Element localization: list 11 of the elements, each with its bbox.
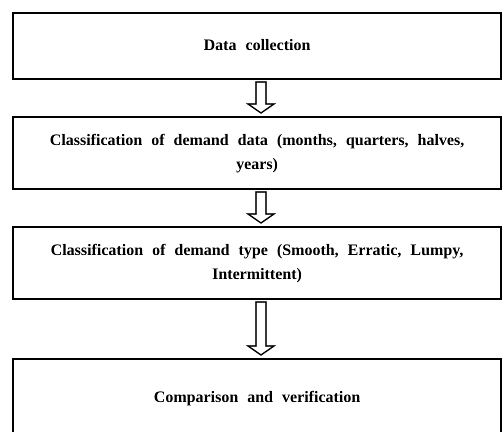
process-box xyxy=(12,116,502,190)
arrow xyxy=(246,301,276,356)
arrow xyxy=(246,81,276,114)
step-label: Data collection xyxy=(202,36,312,56)
process-box xyxy=(12,358,502,432)
step-label: Classification of demand type (Smooth, Erratic, Lumpy, Intermittent) xyxy=(50,241,464,285)
process-box xyxy=(12,226,502,300)
step-label: Classification of demand data (months, quarters, halves, years) xyxy=(48,131,466,175)
step-label: Comparison and verification xyxy=(152,388,362,408)
arrow xyxy=(246,191,276,224)
process-box xyxy=(12,12,502,80)
